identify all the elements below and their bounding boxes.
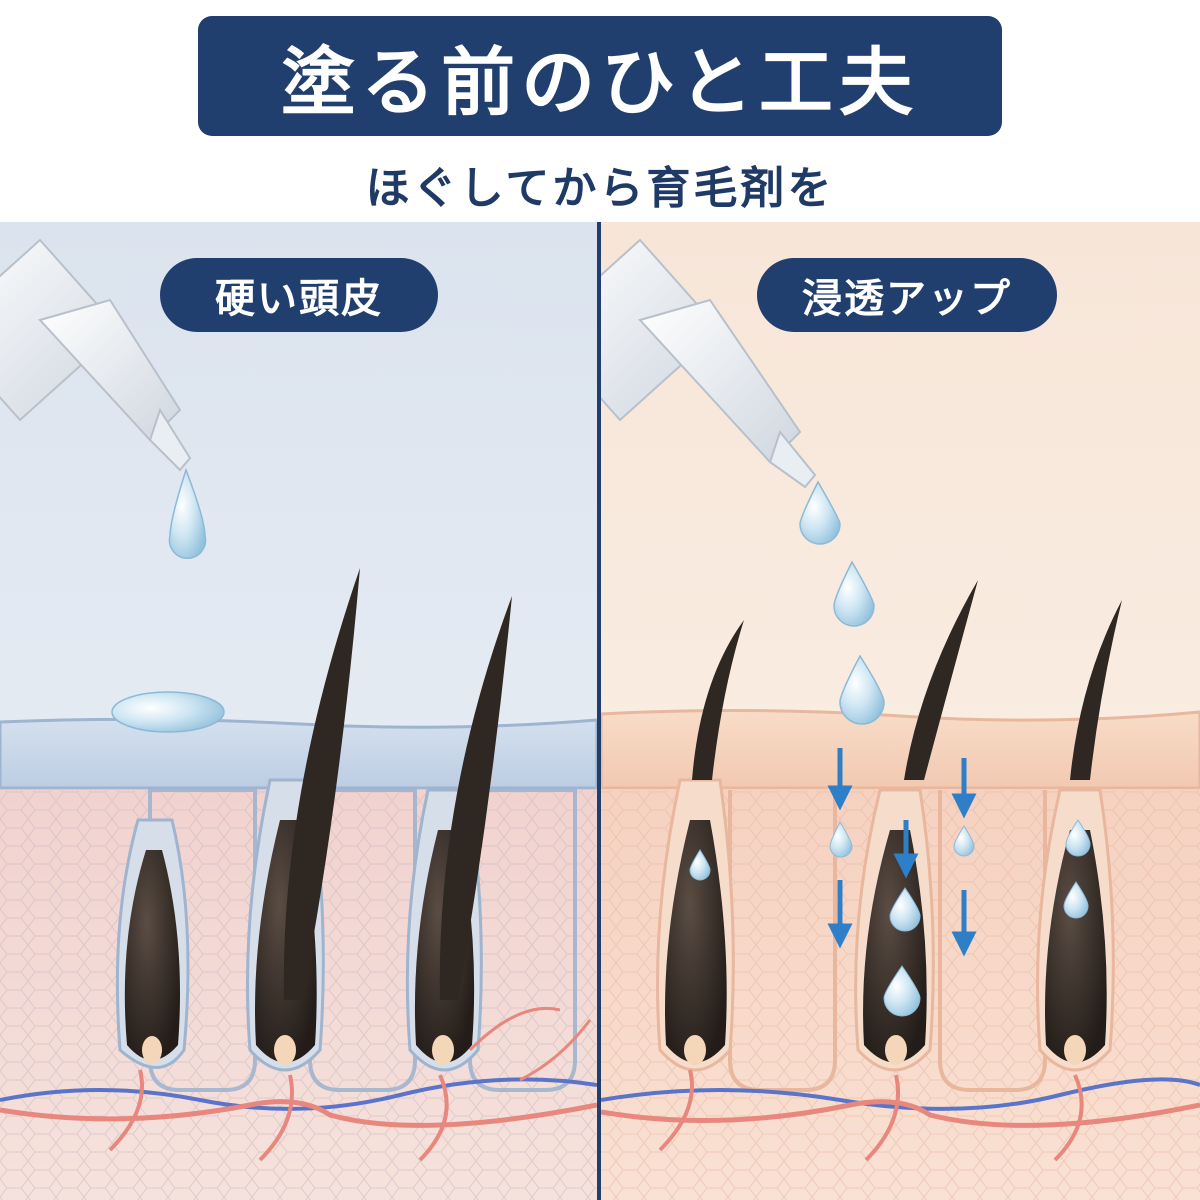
- label-hard-scalp: 硬い頭皮: [160, 258, 438, 332]
- hair-strand: [439, 596, 512, 1000]
- penetration-arrows: [827, 748, 977, 957]
- page-title: 塗る前のひと工夫: [281, 39, 919, 126]
- serum-drop: [829, 820, 853, 858]
- hair-strand: [1070, 600, 1122, 780]
- label-penetration-up: 浸透アップ: [757, 258, 1057, 332]
- serum-drop: [1065, 819, 1091, 857]
- hair-follicle: [115, 818, 190, 1069]
- serum-drop: [168, 467, 207, 559]
- hair-follicle: [405, 596, 512, 1072]
- serum-drop: [889, 887, 921, 932]
- panel-divider: [597, 222, 601, 1200]
- applicator-tube: [0, 238, 192, 472]
- serum-drop: [953, 825, 975, 857]
- serum-drop: [833, 560, 875, 627]
- hair-strand: [283, 568, 360, 1000]
- hair-follicle: [656, 620, 744, 1072]
- serum-drop: [883, 965, 921, 1017]
- hair-follicle: [246, 568, 360, 1072]
- right-panel: [601, 222, 1200, 1200]
- hair-follicle: [1036, 600, 1122, 1072]
- comparison-illustration: [0, 222, 1200, 1200]
- applicator-tube: [601, 238, 817, 489]
- pooled-droplet: [111, 691, 225, 733]
- serum-drop: [689, 849, 711, 881]
- serum-drop: [799, 480, 841, 545]
- page-subtitle: ほぐしてから育毛剤を: [365, 163, 835, 214]
- serum-drop: [839, 654, 885, 725]
- title-banner: 塗る前のひと工夫: [198, 16, 1002, 136]
- serum-drop: [1063, 881, 1089, 919]
- hair-strand: [904, 580, 978, 780]
- hair-strand: [692, 620, 744, 780]
- left-panel: [0, 222, 597, 1200]
